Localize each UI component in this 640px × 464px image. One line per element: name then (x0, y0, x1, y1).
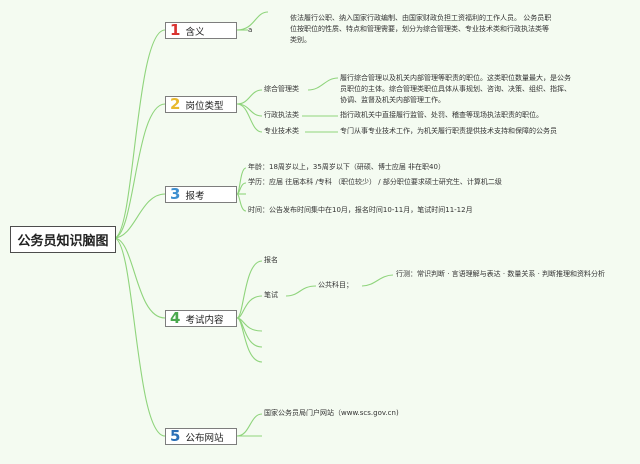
topic-application[interactable]: 3 报考 (165, 186, 237, 203)
exam-public-subjects[interactable]: 公共科目； (318, 281, 353, 289)
topic-label: 公布网站 (185, 432, 224, 444)
topic-number: 1 (170, 21, 181, 39)
topic-label: 报考 (185, 190, 205, 202)
meaning-marker: a (248, 26, 253, 34)
topic-position-types[interactable]: 2 岗位类型 (165, 96, 237, 113)
type-administrative-enforcement-desc: 指行政机关中直接履行监管、处罚、稽查等现场执法职责的职位。 (340, 111, 543, 119)
exam-signup[interactable]: 报名 (264, 256, 278, 264)
topic-number: 5 (170, 427, 181, 445)
topic-number: 2 (170, 95, 181, 113)
application-time: 时间：公告发布时间集中在10月，报名时间10-11月，笔试时间11-12月 (248, 206, 473, 214)
type-administrative-enforcement[interactable]: 行政执法类 (264, 111, 299, 119)
type-professional-technical[interactable]: 专业技术类 (264, 127, 299, 135)
topic-number: 4 (170, 309, 181, 327)
topic-meaning[interactable]: 1 含义 (165, 22, 237, 39)
official-website-link[interactable]: 国家公务员局门户网站（www.scs.gov.cn) (264, 409, 399, 417)
topic-number: 3 (170, 185, 181, 203)
exam-aptitude-test: 行测：常识判断 · 言语理解与表达 · 数量关系 · 判断推理和资料分析 (396, 270, 606, 278)
topic-label: 含义 (185, 26, 205, 38)
topic-official-website[interactable]: 5 公布网站 (165, 428, 237, 445)
type-general-management-desc: 履行综合管理以及机关内部管理等职责的职位。这类职位数量最大，是公务员职位的主体。… (340, 74, 571, 104)
exam-written[interactable]: 笔试 (264, 291, 278, 299)
type-professional-technical-desc: 专门从事专业技术工作，为机关履行职责提供技术支持和保障的公务员 (340, 127, 557, 135)
type-general-management[interactable]: 综合管理类 (264, 85, 299, 93)
meaning-description: 依法履行公职、纳入国家行政编制、由国家财政负担工资福利的工作人员。 公务员职位按… (290, 14, 552, 44)
application-education: 学历：应届 往届本科 /专科 （职位较少） / 部分职位要求硕士研究生、计算机二… (248, 178, 502, 186)
topic-label: 岗位类型 (185, 100, 224, 112)
topic-label: 考试内容 (185, 314, 224, 326)
application-age: 年龄：18周岁以上，35周岁以下（研硕、博士应届 非在职40） (248, 163, 445, 171)
root-node[interactable]: 公务员知识脑图 (10, 226, 116, 253)
topic-exam-content[interactable]: 4 考试内容 (165, 310, 237, 327)
